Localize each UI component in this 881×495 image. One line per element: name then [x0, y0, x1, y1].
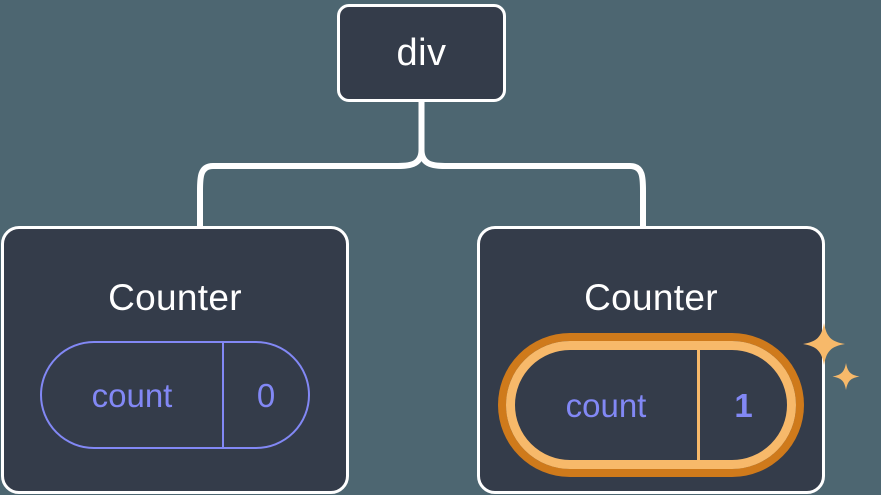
state-pill-right[interactable]: count 1: [506, 341, 796, 469]
state-key-left: count: [42, 343, 224, 447]
node-counter-left[interactable]: Counter count 0: [1, 226, 349, 494]
state-pill-wrap-right: count 1: [480, 341, 822, 469]
connector-branch-right: [418, 147, 646, 229]
root-node-label: div: [396, 32, 447, 74]
state-value-right: 1: [734, 386, 753, 424]
state-value-left: 0: [256, 376, 276, 414]
sparkle-small-icon: [832, 363, 860, 390]
node-root-div[interactable]: div: [337, 4, 506, 102]
state-pill-left[interactable]: count 0: [40, 341, 310, 449]
state-pill-wrap-left: count 0: [4, 341, 346, 449]
node-title-right: Counter: [584, 277, 718, 318]
state-key-right: count: [515, 350, 700, 460]
node-counter-right[interactable]: Counter count 1: [477, 226, 860, 494]
connector-branch-left: [197, 147, 425, 229]
node-title-left: Counter: [108, 277, 242, 318]
